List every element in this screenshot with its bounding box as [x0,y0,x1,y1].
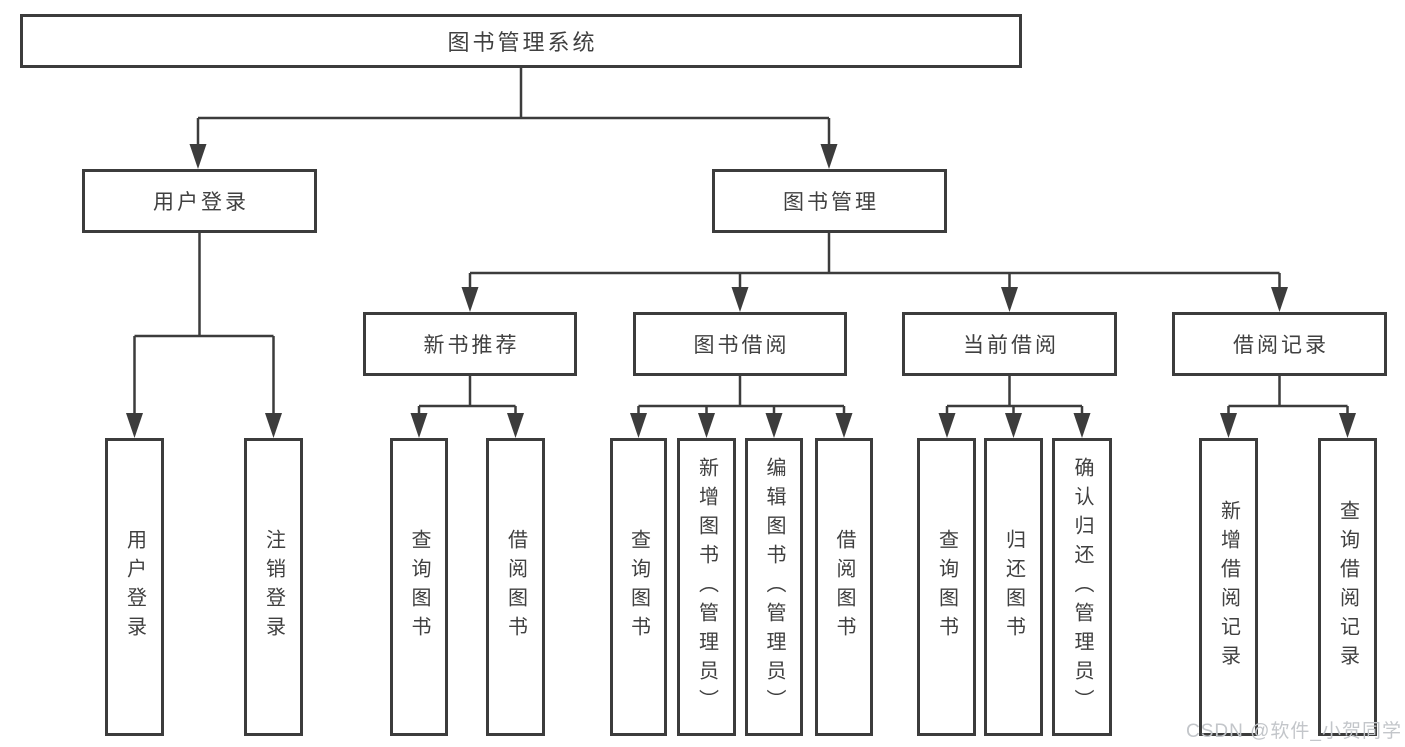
node-label: 查询图书 [935,529,958,645]
node-label: 图书借阅 [693,334,790,357]
node-current-borrowing: 当前借阅 [902,312,1117,376]
node-label: 新增借阅记录 [1217,500,1240,674]
node-label: 新增图书（管理员） [695,456,718,718]
node-label: 用户登录 [153,191,249,214]
node-user-login: 用户登录 [82,169,317,233]
node-label: 查询图书 [627,529,650,645]
node-label: 查询图书 [408,529,430,645]
node-book-borrowing: 图书借阅 [633,312,847,376]
node-label: 确认归还（管理员） [1071,456,1093,718]
leaf-borrow-book-recommend: 借阅图书 [486,438,545,736]
node-label: 借阅图书 [833,529,855,645]
leaf-add-borrow-record: 新增借阅记录 [1199,438,1258,736]
node-label: 借阅记录 [1233,334,1329,357]
node-label: 注销登录 [262,529,285,645]
node-label: 新书推荐 [423,334,520,357]
node-library-management-system: 图书管理系统 [20,14,1022,68]
leaf-logout: 注销登录 [244,438,303,736]
leaf-query-borrow-record: 查询借阅记录 [1318,438,1377,736]
leaf-query-book-borrow: 查询图书 [610,438,667,736]
leaf-user-login: 用户登录 [105,438,164,736]
node-label: 用户登录 [123,529,146,645]
leaf-confirm-return-admin: 确认归还（管理员） [1052,438,1112,736]
node-label: 借阅图书 [504,529,527,645]
node-label: 当前借阅 [963,334,1059,357]
node-new-book-recommend: 新书推荐 [363,312,577,376]
node-label: 图书管理系统 [447,30,598,55]
node-book-management: 图书管理 [712,169,947,233]
node-label: 查询借阅记录 [1336,500,1359,674]
node-label: 图书管理 [783,191,879,214]
leaf-borrow-book: 借阅图书 [815,438,873,736]
leaf-query-book-current: 查询图书 [917,438,976,736]
leaf-add-book-admin: 新增图书（管理员） [677,438,736,736]
arrowheads [126,144,1356,438]
leaf-query-book-recommend: 查询图书 [390,438,448,736]
leaf-edit-book-admin: 编辑图书（管理员） [745,438,803,736]
csdn-watermark: CSDN @软件_小贺同学 [1186,721,1402,742]
leaf-return-book: 归还图书 [984,438,1043,736]
node-borrowing-records: 借阅记录 [1172,312,1387,376]
node-label: 归还图书 [1002,529,1025,645]
node-label: 编辑图书（管理员） [763,456,785,718]
